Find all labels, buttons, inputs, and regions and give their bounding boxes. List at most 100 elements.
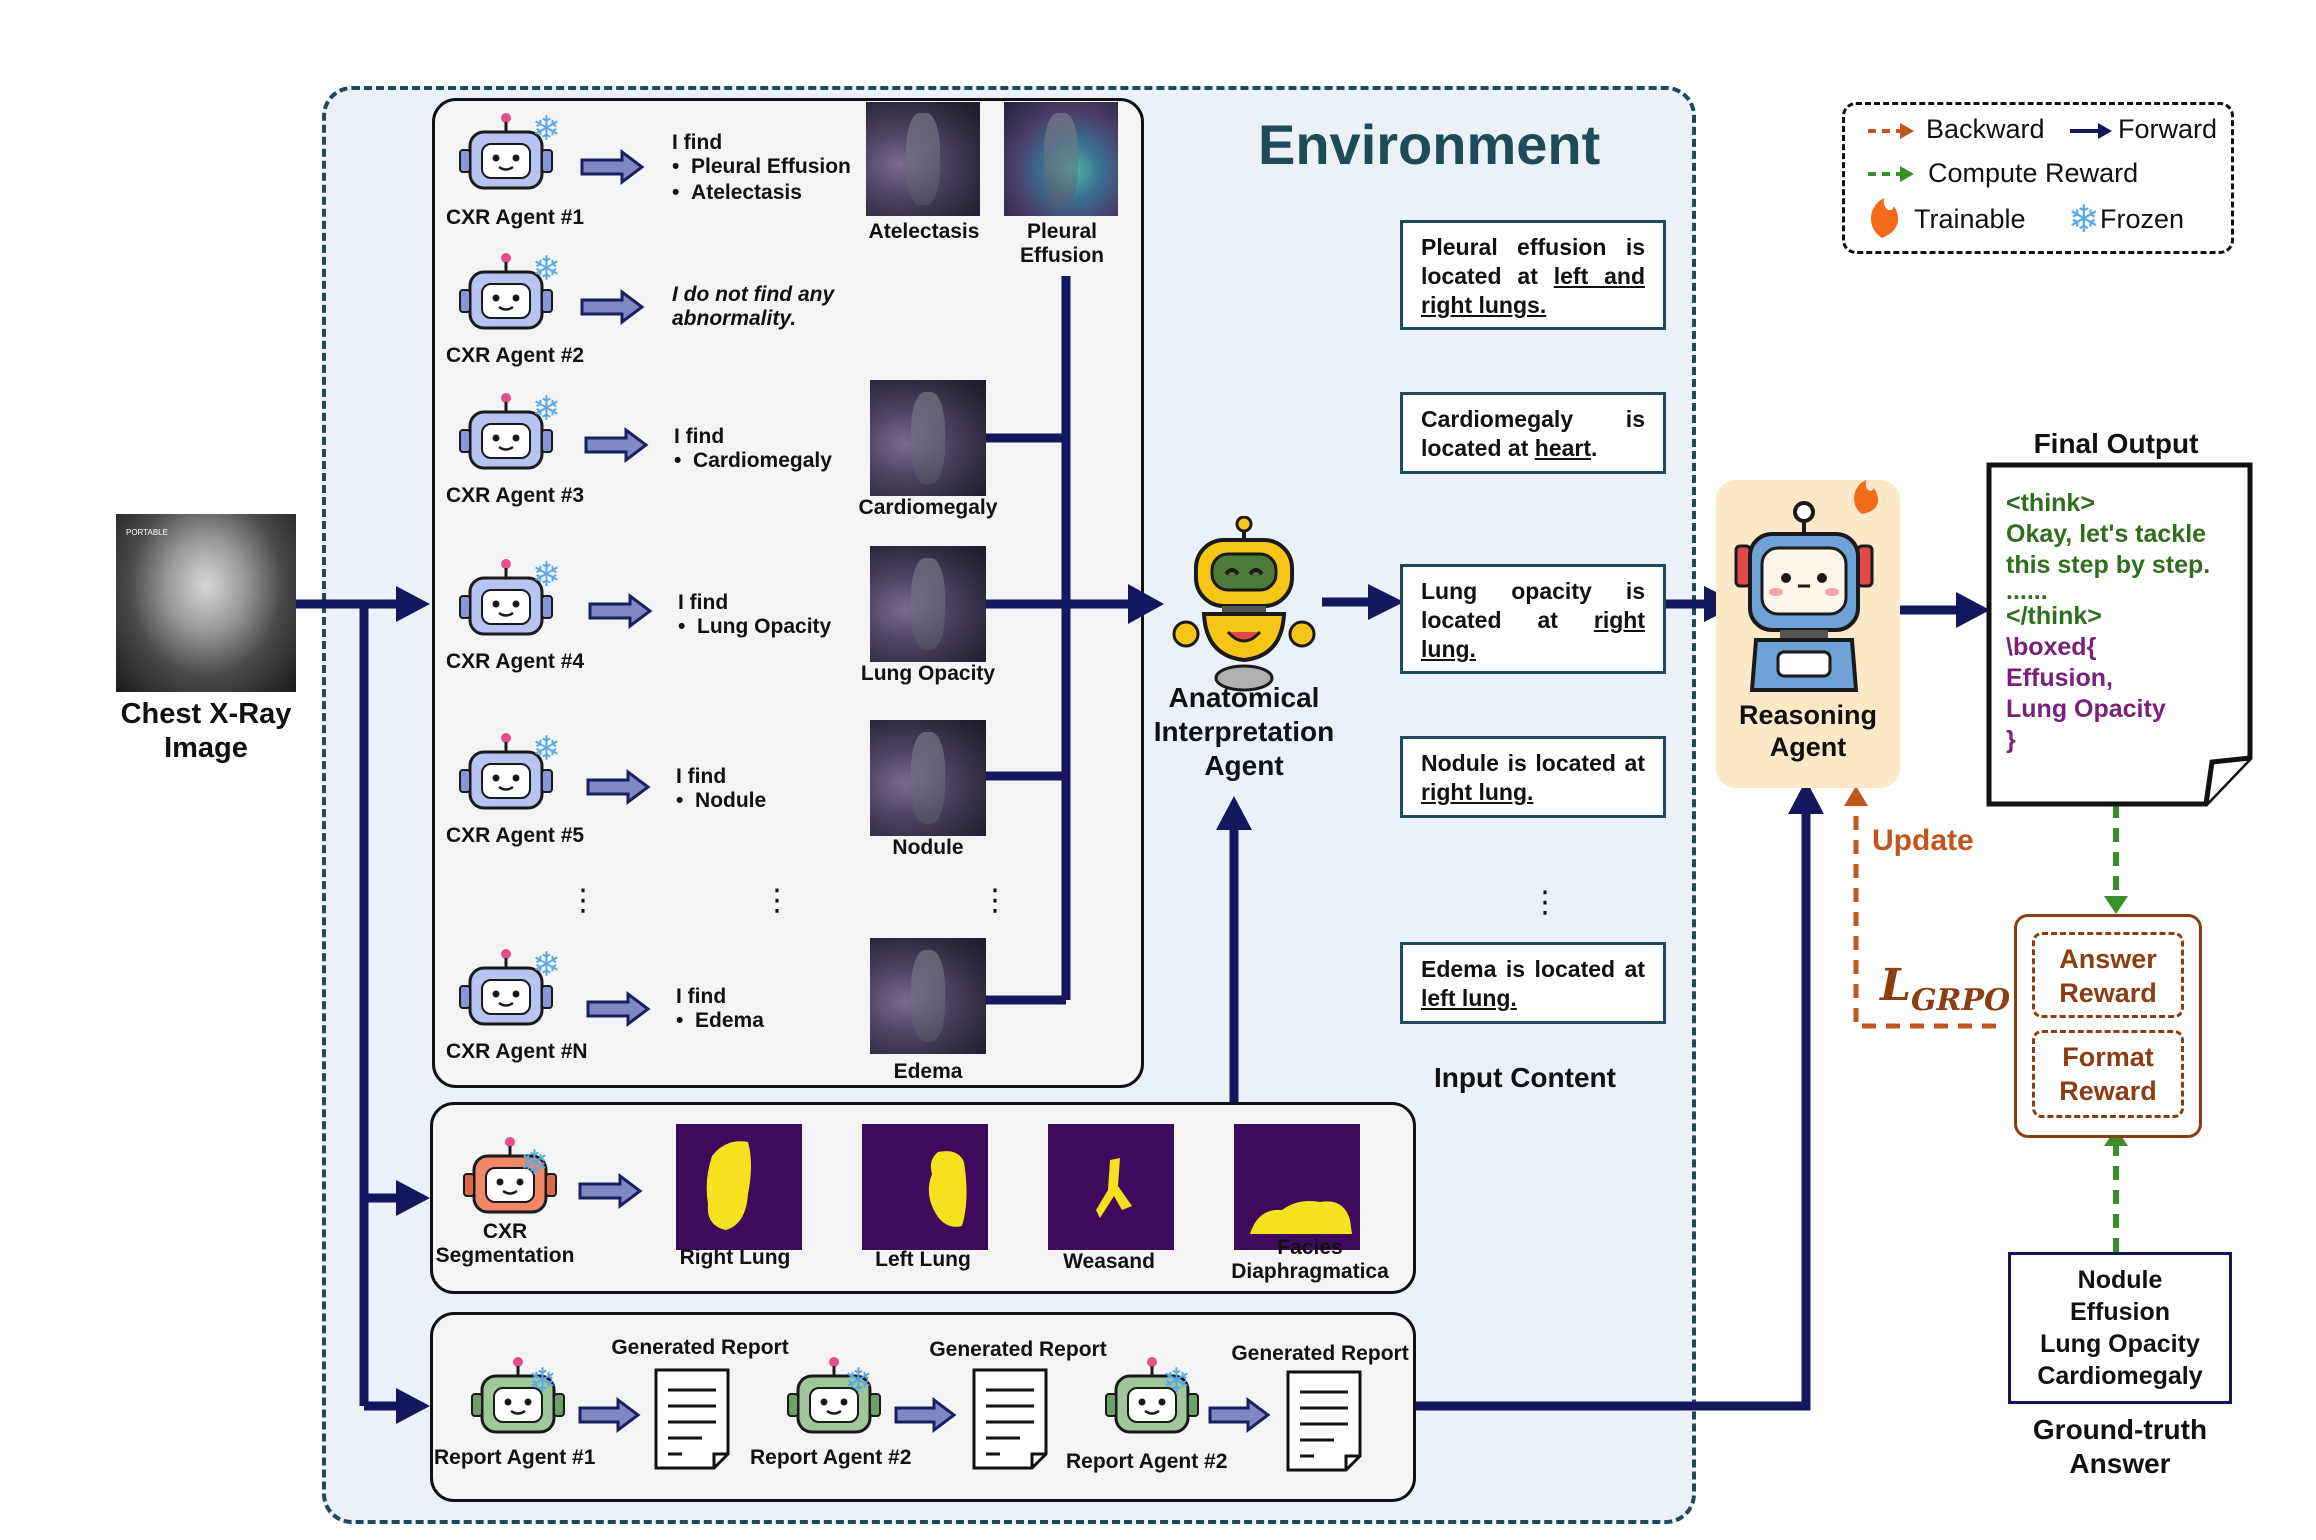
- answer-2: Lung Opacity: [2006, 695, 2166, 723]
- svg-text:❄: ❄: [2068, 199, 2100, 241]
- input-content-box-4: Nodule is located at right lung.: [1400, 736, 1666, 818]
- mask-weasand-label: Weasand: [1063, 1250, 1155, 1273]
- legend-arrows: ❄: [1868, 123, 2112, 241]
- answer-reward-box: [2032, 932, 2184, 1018]
- finding-4-title: I find: [678, 591, 729, 614]
- legend-forward: Forward: [2118, 114, 2218, 144]
- input-content-box-1: Pleural effusion is located at left and …: [1400, 220, 1666, 330]
- gt-label-2: Answer: [2069, 1448, 2171, 1479]
- input-content-box-2: Cardiomegaly is located at heart.: [1400, 392, 1666, 474]
- legend-backward: Backward: [1926, 114, 2045, 144]
- finding-1-item-1: • Pleural Effusion: [672, 155, 851, 178]
- finding-1-title: I find: [672, 131, 723, 154]
- finding-n-title: I find: [676, 985, 727, 1008]
- heatmap-pleural-effusion: [1004, 102, 1118, 216]
- mask-left-lung-label: Left Lung: [875, 1248, 971, 1271]
- finding-1-item-2: • Atelectasis: [672, 181, 802, 204]
- svg-text:❄: ❄: [532, 390, 561, 428]
- input-content-box-5: Edema is located at left lung.: [1400, 942, 1666, 1024]
- mask-facies-label-2: Diaphragmatica: [1231, 1260, 1389, 1283]
- boxed-close: }: [2006, 726, 2016, 754]
- update-label: Update: [1872, 824, 1974, 857]
- finding-n-item-1: • Edema: [676, 1009, 764, 1032]
- legend-frozen: Frozen: [2100, 204, 2185, 234]
- generated-report-label-1: Generated Report: [611, 1336, 789, 1359]
- heatmap-nodule-label: Nodule: [892, 836, 964, 859]
- anatomical-agent-robot: [1172, 516, 1316, 692]
- reasoning-agent-label-2: Agent: [1769, 732, 1847, 762]
- finding-2-line-2: abnormality.: [672, 307, 797, 330]
- input-label-line1: Chest X-Ray: [120, 698, 292, 730]
- svg-text:⋮: ⋮: [762, 884, 792, 917]
- cxr-agent-4-label: CXR Agent #4: [446, 650, 585, 673]
- mask-right-lung-label: Right Lung: [679, 1246, 791, 1269]
- finding-2-line-1: I do not find any: [672, 283, 835, 306]
- cxr-agent-n-label: CXR Agent #N: [446, 1040, 588, 1063]
- finding-3-title: I find: [674, 425, 725, 448]
- svg-text:❄: ❄: [528, 1362, 557, 1400]
- format-reward-label-2: Reward: [2059, 1076, 2157, 1106]
- finding-5-title: I find: [676, 765, 727, 788]
- report-agent-3-label: Report Agent #2: [1066, 1450, 1228, 1473]
- svg-text:❄: ❄: [532, 556, 561, 594]
- gt-label-1: Ground-truth: [2032, 1414, 2208, 1445]
- svg-text:❄: ❄: [844, 1362, 873, 1400]
- portable-tag: PORTABLE: [126, 528, 168, 537]
- heatmap-cardiomegaly-label: Cardiomegaly: [858, 496, 998, 519]
- finding-5-item-1: • Nodule: [676, 789, 767, 812]
- gt-item-3: Lung Opacity: [2040, 1330, 2200, 1358]
- final-output-document: [1986, 462, 2253, 807]
- heatmap-pleural-label-1: Pleural: [1026, 220, 1098, 243]
- think-ellipsis: ......: [2006, 577, 2048, 605]
- format-reward-box: [2032, 1030, 2184, 1118]
- seg-agent-label-1: CXR: [482, 1220, 528, 1243]
- heatmap-edema: [870, 938, 986, 1054]
- heatmap-nodule: [870, 720, 986, 836]
- cxr-agent-graphics: ❄ ❄ ❄ ❄ ❄ ⋮ ⋮ ⋮ ❄: [458, 110, 1010, 1026]
- input-content-label: Input Content: [1434, 1062, 1616, 1093]
- cxr-agent-1-label: CXR Agent #1: [446, 206, 585, 229]
- legend-trainable: Trainable: [1914, 204, 2026, 234]
- anatomical-agent-label-3: Agent: [1204, 750, 1284, 781]
- format-reward-label-1: Format: [2062, 1042, 2154, 1072]
- gt-item-1: Nodule: [2077, 1266, 2163, 1294]
- heatmap-lung-opacity-label: Lung Opacity: [860, 662, 996, 685]
- legend-box: [1842, 102, 2234, 254]
- heatmap-lung-opacity: [870, 546, 986, 662]
- think-close-tag: </think>: [2006, 602, 2102, 630]
- heatmap-atelectasis: [866, 102, 980, 216]
- gt-item-2: Effusion: [2070, 1298, 2170, 1326]
- svg-text:⋮: ⋮: [568, 884, 598, 917]
- heatmap-cardiomegaly: [870, 380, 986, 496]
- reward-outer-box: [2014, 914, 2202, 1138]
- finding-3-item-1: • Cardiomegaly: [674, 449, 832, 472]
- think-text-2: this step by step.: [2006, 551, 2211, 579]
- report-graphics: ❄ ❄ ❄: [470, 1355, 1362, 1472]
- cxr-agents-panel: [432, 98, 1144, 1088]
- think-open-tag: <think>: [2006, 489, 2095, 517]
- final-output-title: Final Output: [2033, 428, 2199, 459]
- cxr-agent-5-label: CXR Agent #5: [446, 824, 585, 847]
- generated-report-label-3: Generated Report: [1231, 1342, 1409, 1365]
- final-output-content: <think> Okay, let's tackle this step by …: [2006, 488, 2246, 756]
- svg-text:⋮: ⋮: [980, 884, 1010, 917]
- svg-text:❄: ❄: [532, 730, 561, 768]
- reasoning-agent-label-1: Reasoning: [1738, 700, 1878, 730]
- svg-text:❄: ❄: [532, 110, 561, 148]
- report-agent-2-label: Report Agent #2: [750, 1446, 912, 1469]
- boxed-open: \boxed{: [2006, 633, 2097, 661]
- svg-text:❄: ❄: [520, 1144, 549, 1182]
- reasoning-agent-robot: [1734, 480, 1879, 692]
- cxr-agent-2-label: CXR Agent #2: [446, 344, 585, 367]
- anatomical-agent-label-2: Interpretation: [1153, 716, 1335, 747]
- heatmap-edema-label: Edema: [893, 1060, 963, 1083]
- heatmap-atelectasis-label: Atelectasis: [868, 220, 980, 243]
- svg-text:❄: ❄: [532, 946, 561, 984]
- chest-xray-image: [116, 514, 296, 692]
- cxr-agent-3-label: CXR Agent #3: [446, 484, 585, 507]
- svg-text:❄: ❄: [532, 250, 561, 288]
- answer-reward-label-2: Reward: [2059, 978, 2157, 1008]
- loss-label: LGRPO: [1880, 960, 2011, 1018]
- ground-truth-box: [2008, 1252, 2232, 1404]
